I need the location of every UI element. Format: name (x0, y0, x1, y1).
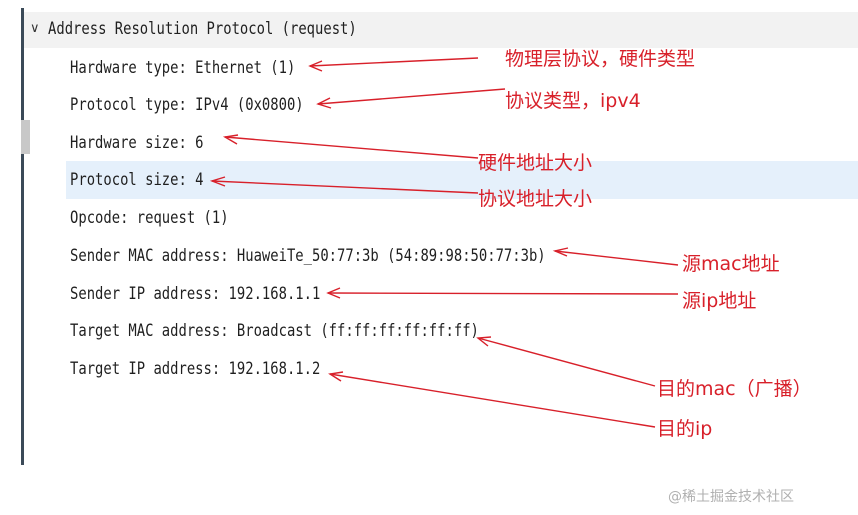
watermark: @稀土掘金技术社区 (668, 489, 794, 505)
arrow-target-mac (477, 337, 656, 387)
field-hardware-size[interactable]: Hardware size: 6 (70, 133, 204, 152)
scroll-marker[interactable] (21, 120, 30, 154)
header-row[interactable] (24, 12, 858, 48)
field-protocol-size[interactable]: Protocol size: 4 (70, 170, 204, 189)
tree-left-border (21, 8, 24, 465)
arrowhead-sender-ip (326, 287, 341, 299)
arrow-protocol-size (211, 180, 479, 194)
arrow-sender-ip (327, 292, 679, 295)
arrow-hardware-type (309, 57, 479, 67)
annotation-target-mac: 目的mac（广播） (657, 378, 812, 400)
arrow-sender-mac (554, 250, 679, 266)
arrowhead-hardware-type (308, 60, 323, 72)
arrowhead-protocol-type (316, 97, 332, 109)
annotation-target-ip: 目的ip (657, 418, 713, 440)
field-target-mac[interactable]: Target MAC address: Broadcast (ff:ff:ff:… (70, 321, 479, 340)
arrowhead-hardware-size (222, 134, 239, 145)
field-target-ip[interactable]: Target IP address: 192.168.1.2 (70, 359, 321, 378)
field-hardware-type[interactable]: Hardware type: Ethernet (1) (70, 58, 296, 77)
annotation-protocol-type: 协议类型，ipv4 (505, 90, 641, 112)
annotation-protocol-size: 协议地址大小 (478, 188, 593, 210)
arrowhead-protocol-size (209, 176, 226, 187)
annotation-hardware-size: 硬件地址大小 (478, 152, 593, 174)
arrowhead-target-mac (476, 336, 492, 347)
arrow-protocol-type (317, 88, 506, 105)
field-sender-ip[interactable]: Sender IP address: 192.168.1.1 (70, 284, 321, 303)
annotation-sender-mac: 源mac地址 (682, 253, 780, 275)
arrowhead-sender-mac (552, 247, 569, 257)
arrow-hardware-size (224, 136, 479, 159)
arrow-target-ip (329, 373, 656, 428)
annotation-hardware-type: 物理层协议，硬件类型 (505, 48, 696, 70)
arrowhead-target-ip (328, 371, 344, 382)
field-protocol-type[interactable]: Protocol type: IPv4 (0x0800) (70, 95, 304, 114)
field-sender-mac[interactable]: Sender MAC address: HuaweiTe_50:77:3b (5… (70, 246, 546, 265)
tree-header-label[interactable]: Address Resolution Protocol (request) (48, 19, 357, 38)
chevron-down-icon[interactable]: ∨ (30, 21, 40, 36)
annotation-sender-ip: 源ip地址 (682, 290, 757, 312)
field-opcode[interactable]: Opcode: request (1) (70, 208, 229, 227)
